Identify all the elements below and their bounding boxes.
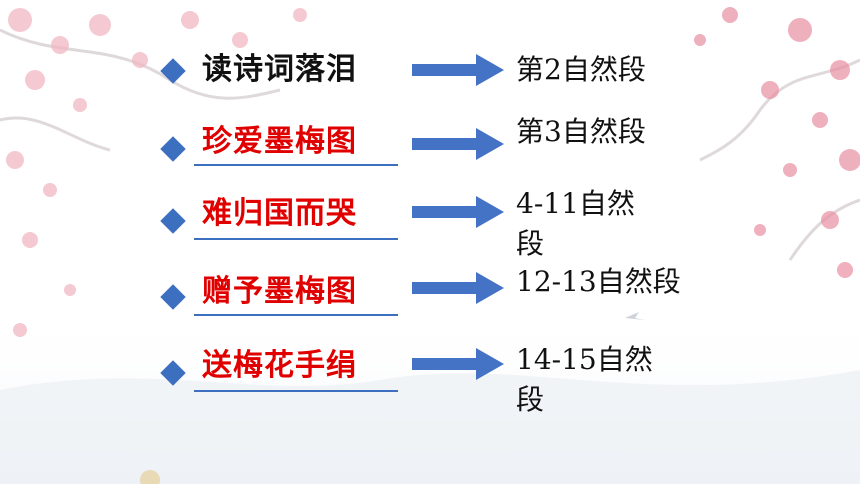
- row-3: 难归国而哭 4-11自然 段: [0, 187, 860, 270]
- right-arrow-icon: [412, 272, 504, 304]
- row-4: 赠予墨梅图 12-13自然段: [0, 265, 860, 348]
- diamond-bullet-icon: [160, 208, 186, 234]
- row-2: 珍爱墨梅图 第3自然段: [0, 115, 860, 198]
- right-arrow-icon: [412, 54, 504, 86]
- paragraph-range: 12-13自然段: [516, 262, 681, 302]
- title-underline: [194, 314, 398, 316]
- diamond-bullet-icon: [160, 284, 186, 310]
- right-arrow-icon: [412, 348, 504, 380]
- paragraph-range: 第2自然段: [516, 50, 646, 90]
- row-title: 赠予墨梅图: [202, 274, 357, 309]
- paragraph-line: 段: [516, 383, 545, 416]
- diamond-bullet-icon: [160, 360, 186, 386]
- paragraph-range: 第3自然段: [516, 112, 646, 152]
- row-title: 读诗词落泪: [202, 52, 357, 87]
- row-1: 读诗词落泪 第2自然段: [0, 40, 860, 120]
- diamond-bullet-icon: [160, 58, 186, 84]
- title-underline: [194, 164, 398, 166]
- row-5: 送梅花手绢 14-15自然 段: [0, 342, 860, 422]
- paragraph-line: 段: [516, 227, 545, 260]
- right-arrow-icon: [412, 196, 504, 228]
- paragraph-line: 第2自然段: [516, 53, 646, 86]
- paragraph-range: 4-11自然 段: [516, 184, 635, 264]
- paragraph-line: 4-11自然: [516, 187, 635, 220]
- paragraph-line: 14-15自然: [516, 343, 653, 376]
- paragraph-line: 第3自然段: [516, 115, 646, 148]
- row-title: 送梅花手绢: [202, 348, 357, 383]
- row-title: 难归国而哭: [202, 196, 357, 231]
- row-title: 珍爱墨梅图: [202, 124, 357, 159]
- paragraph-range: 14-15自然 段: [516, 340, 653, 420]
- diamond-bullet-icon: [160, 136, 186, 162]
- title-underline: [194, 390, 398, 392]
- paragraph-line: 12-13自然段: [516, 265, 681, 298]
- title-underline: [194, 238, 398, 240]
- right-arrow-icon: [412, 128, 504, 160]
